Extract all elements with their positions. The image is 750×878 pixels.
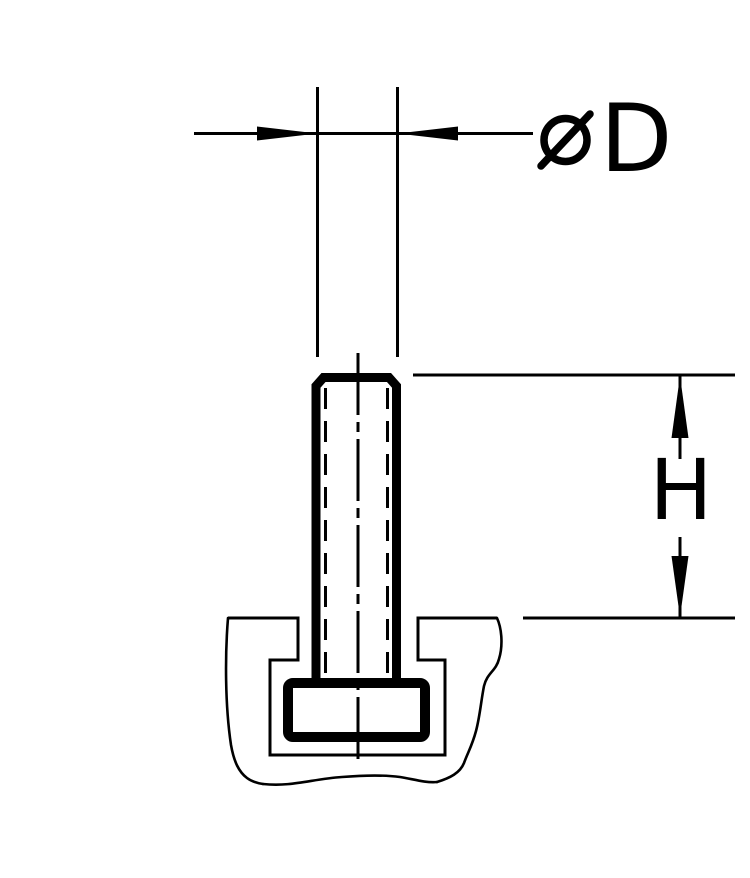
height-dimension: H [413, 373, 735, 620]
t-slot-section [224, 616, 503, 786]
diameter-label: D [600, 85, 672, 194]
diameter-symbol-icon [537, 110, 594, 170]
stud-head-outline [283, 678, 430, 742]
break-line-left [224, 616, 265, 786]
diameter-dimension: D [194, 85, 672, 357]
diameter-symbol-circle [540, 114, 591, 166]
arrow-right-icon [257, 126, 318, 141]
arrow-up-icon [671, 376, 689, 438]
arrow-left-icon [397, 126, 458, 141]
height-label: H [649, 441, 712, 539]
arrow-down-icon [671, 556, 689, 617]
break-line-bottom [261, 774, 439, 786]
stud [283, 353, 430, 762]
diameter-symbol-slash [537, 110, 594, 170]
stud-shank-outline [311, 373, 401, 678]
break-line-right [435, 616, 503, 784]
